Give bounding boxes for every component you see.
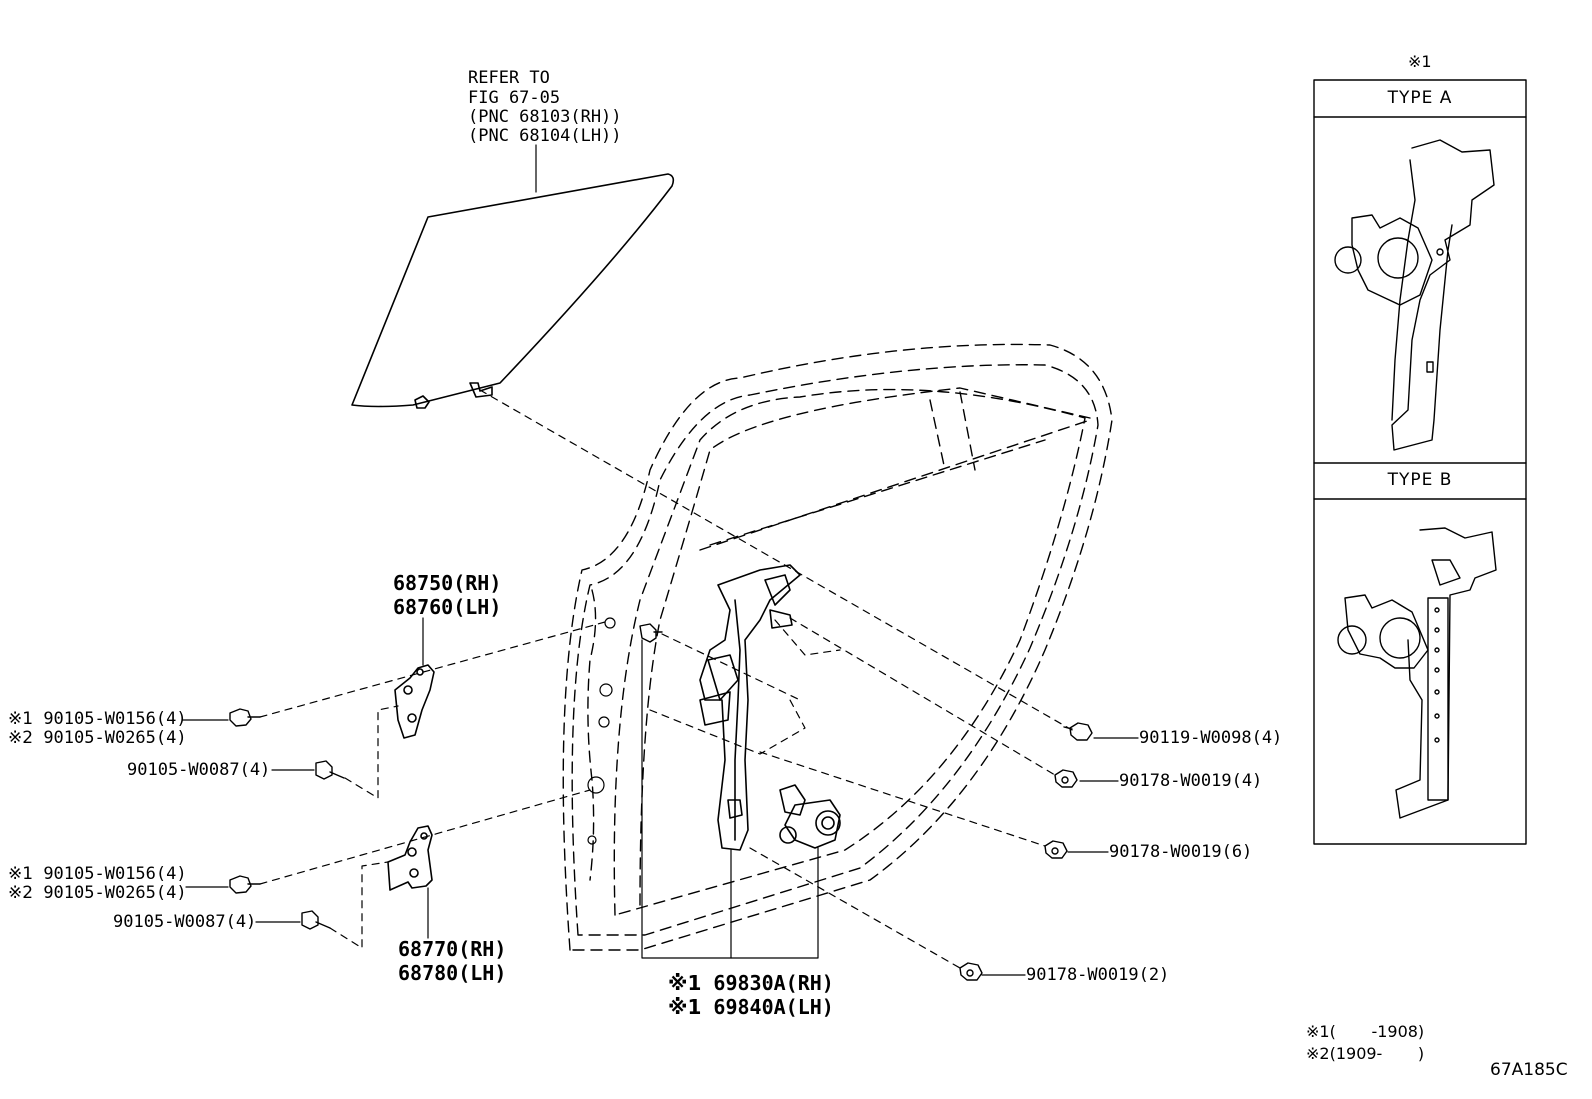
regulator-part-rh[interactable]: ※1 69830A(RH) (668, 971, 834, 995)
footnote-2-text: (1909- ) (1329, 1044, 1425, 1063)
type-b-title: TYPE B (1387, 470, 1453, 490)
upper-hinge-part-rh[interactable]: 68750(RH) (393, 571, 502, 595)
window-regulator (699, 564, 801, 851)
regulator-part-lh-label: 69840A(LH) (713, 995, 834, 1019)
regulator-part-lh[interactable]: ※1 69840A(LH) (668, 995, 834, 1019)
inset-mark: ※1 (1408, 52, 1432, 71)
nut-label-3[interactable]: 90178-W0019(6) (1109, 842, 1253, 862)
bolt-part-5: 90105-W0265(4) (43, 883, 187, 903)
bolt-label-2[interactable]: ※2 90105-W0265(4) (8, 728, 187, 748)
bolt-label-5[interactable]: ※2 90105-W0265(4) (8, 883, 187, 903)
footnote-1-mark: ※1 (1306, 1022, 1330, 1041)
glass-note-line-4: (PNC 68104(LH)) (468, 126, 622, 146)
bolt-label-4[interactable]: ※1 90105-W0156(4) (8, 864, 187, 884)
door-outline (562, 343, 1113, 951)
lower-hinge (387, 825, 433, 891)
left-bolts (229, 623, 663, 930)
regulator-mark-lh: ※1 (668, 995, 702, 1019)
type-a-regulator (1334, 139, 1495, 451)
nut-label-1[interactable]: 90119-W0098(4) (1139, 728, 1283, 748)
regulator-motor (779, 784, 841, 849)
lower-hinge-part-lh[interactable]: 68780(LH) (398, 961, 507, 985)
regulator-mark-rh: ※1 (668, 971, 702, 995)
bolt-label-3[interactable]: 90105-W0087(4) (127, 760, 271, 780)
bolt-mark-2: ※2 (8, 728, 34, 748)
bolt-part-1: 90105-W0156(4) (43, 709, 187, 729)
window-glass (351, 173, 675, 409)
bolt-label-1[interactable]: ※1 90105-W0156(4) (8, 709, 187, 729)
glass-note-line-2: FIG 67-05 (468, 88, 561, 108)
figure-code: 67A185C (1490, 1060, 1568, 1080)
footnote-1: ※1( -1908) (1306, 1022, 1424, 1042)
type-b-regulator (1337, 527, 1497, 819)
upper-hinge-part-lh[interactable]: 68760(LH) (393, 595, 502, 619)
glass-note-line-1: REFER TO (468, 68, 550, 88)
footnote-1-text: ( -1908) (1329, 1022, 1425, 1041)
bolt-part-2: 90105-W0265(4) (43, 728, 187, 748)
type-a-title: TYPE A (1387, 88, 1453, 108)
bolt-mark-5: ※2 (8, 883, 34, 903)
upper-hinge (394, 664, 435, 739)
glass-note-line-3: (PNC 68103(RH)) (468, 107, 622, 127)
door-holes (587, 617, 616, 845)
footnote-2: ※2(1909- ) (1306, 1044, 1424, 1064)
footnote-2-mark: ※2 (1306, 1044, 1330, 1063)
type-inset-panel (1313, 79, 1527, 845)
nut-label-4[interactable]: 90178-W0019(2) (1026, 965, 1170, 985)
dashed-leaders (259, 389, 1073, 969)
bolt-mark-1: ※1 (8, 709, 34, 729)
lower-hinge-part-rh[interactable]: 68770(RH) (398, 937, 507, 961)
bolt-part-4: 90105-W0156(4) (43, 864, 187, 884)
nut-label-2[interactable]: 90178-W0019(4) (1119, 771, 1263, 791)
bolt-mark-4: ※1 (8, 864, 34, 884)
bolt-label-6[interactable]: 90105-W0087(4) (113, 912, 257, 932)
regulator-part-rh-label: 69830A(RH) (713, 971, 834, 995)
